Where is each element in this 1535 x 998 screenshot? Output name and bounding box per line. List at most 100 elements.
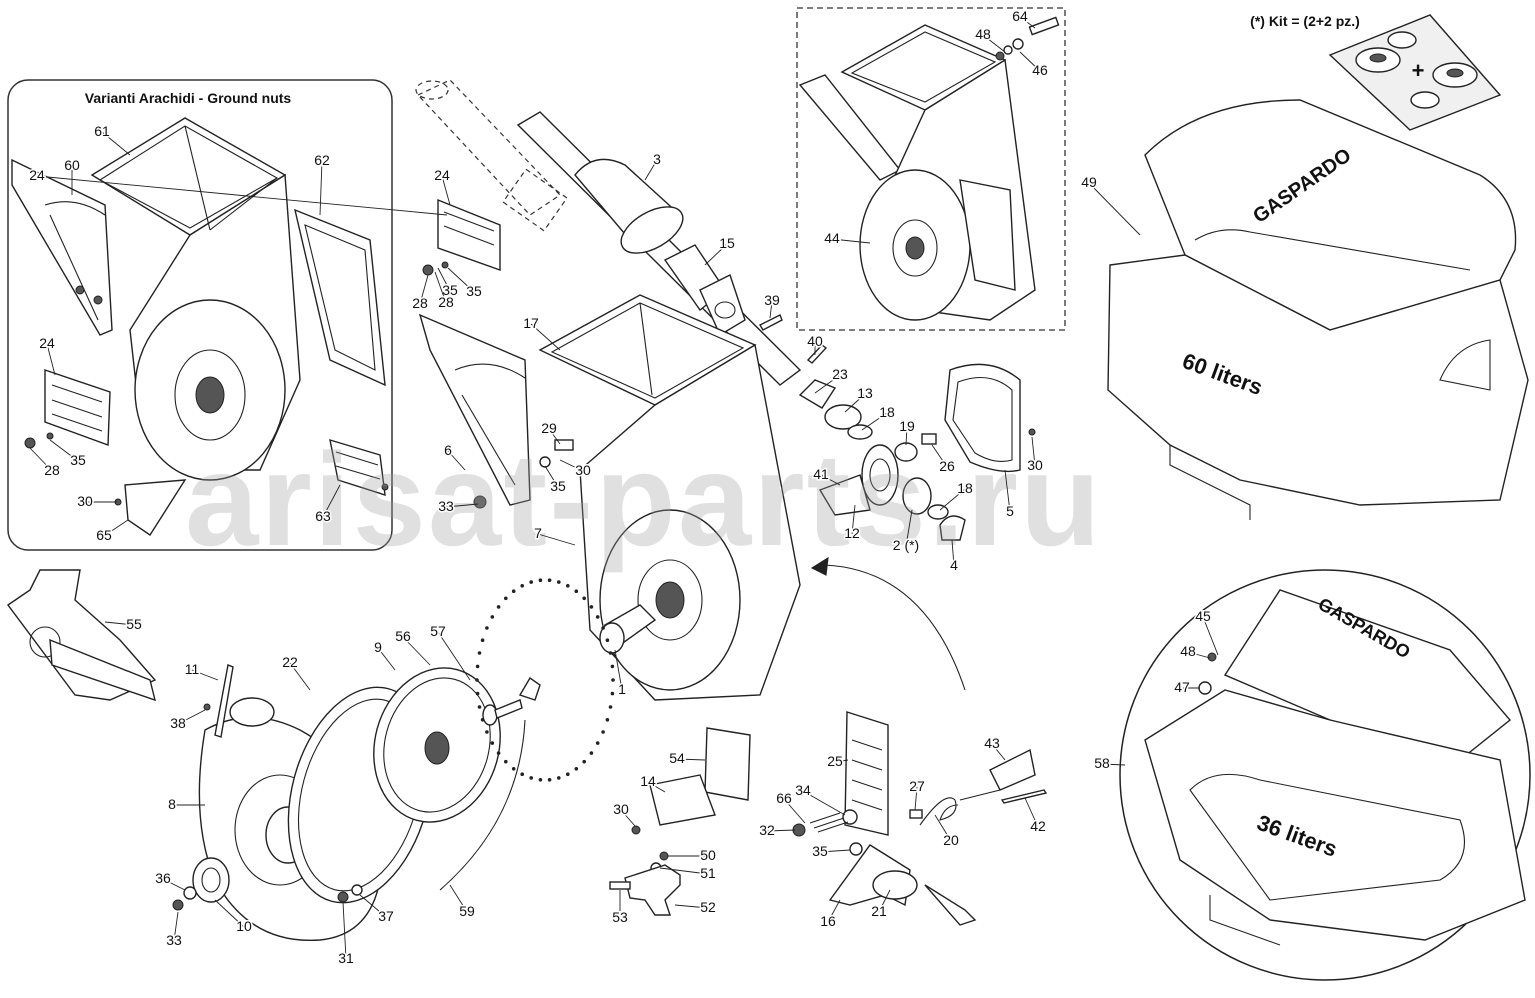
seed-hole (566, 772, 570, 776)
leader-line (173, 911, 179, 942)
callout-label: 5 (1006, 503, 1014, 519)
callout-label: 25 (827, 753, 843, 769)
callout-label: 62 (314, 152, 330, 168)
leader-line (289, 662, 311, 691)
callout-label: 35 (466, 283, 482, 299)
seed-hole (595, 741, 600, 745)
callout-label: 44 (824, 230, 840, 246)
seed-hole (480, 718, 485, 722)
callout-label: 22 (282, 654, 298, 670)
leader-line (674, 904, 709, 909)
callout-label: 57 (430, 623, 446, 639)
callout-label: 12 (844, 525, 860, 541)
callout-label: 28 (44, 462, 60, 478)
callout-label: 18 (957, 480, 973, 496)
callout-label: 35 (442, 282, 458, 298)
seed-hole (520, 772, 524, 776)
leader-line (814, 374, 841, 394)
seed-hole (574, 767, 579, 771)
callout-label: 63 (315, 508, 331, 524)
leader-line (49, 439, 79, 462)
leader-line (103, 519, 129, 537)
callout-label: 27 (909, 778, 925, 794)
callout-label: 33 (438, 498, 454, 514)
leader-line (819, 849, 851, 853)
leader-line (162, 878, 186, 891)
callout-label: 34 (795, 782, 811, 798)
seed-hole (574, 589, 579, 593)
callout-label: 42 (1030, 818, 1046, 834)
seed-hole (475, 664, 480, 669)
callout-label: 39 (764, 292, 780, 308)
leader-line (214, 899, 245, 928)
seed-hole (589, 751, 594, 755)
seed-hole (529, 580, 533, 584)
leader-line (991, 743, 1006, 761)
callout-label: 35 (812, 843, 828, 859)
seed-hole (595, 615, 600, 619)
leader-line (530, 323, 561, 351)
seed-hole (611, 678, 615, 682)
leader-line (934, 814, 952, 842)
leader-line (46, 343, 56, 376)
callout-label: 4 (950, 557, 958, 573)
ground-nuts-inset: Varianti Arachidi - Ground nuts (7, 79, 393, 551)
seed-disc-holes (475, 578, 615, 782)
seed-hole (538, 578, 543, 582)
callout-label: 51 (700, 865, 716, 881)
seed-hole (511, 589, 516, 593)
leader-line (1004, 469, 1011, 513)
leader-line (377, 647, 396, 671)
callout-label: 43 (984, 735, 1000, 751)
leader-line (322, 484, 341, 518)
seed-hole (511, 767, 516, 771)
callout-label: 30 (77, 493, 93, 509)
callout-label: 26 (939, 458, 955, 474)
leader-line (1019, 51, 1041, 72)
leader-line (820, 474, 841, 486)
watermark: arisat-parts.ru (185, 426, 1103, 573)
seed-hole (520, 584, 524, 588)
callout-label: 23 (832, 366, 848, 382)
leader-line (437, 631, 471, 681)
leader-line (851, 504, 856, 535)
callout-label: 9 (374, 639, 382, 655)
seed-hole (490, 615, 495, 619)
kit-plus: + (1412, 58, 1425, 83)
seed-hole (557, 776, 561, 780)
callout-label: 30 (575, 462, 591, 478)
callout-label: 30 (1027, 457, 1043, 473)
callout-label: 24 (29, 167, 45, 183)
leader-line (544, 465, 559, 488)
seed-hole (477, 705, 482, 709)
callout-label: 1 (618, 681, 626, 697)
leader-line (1101, 763, 1126, 766)
callout-label: 33 (166, 932, 182, 948)
kit-illustration: (*) Kit = (2+2 pz.) + (1250, 13, 1502, 131)
callout-label: 65 (96, 527, 112, 543)
leader-line (342, 901, 347, 960)
callout-label: 31 (338, 950, 354, 966)
seed-hole (582, 596, 586, 601)
callout-label: 60 (64, 157, 80, 173)
callout-label: 19 (899, 418, 915, 434)
leader-line (766, 829, 796, 832)
seed-hole (485, 626, 489, 630)
leader-line (861, 412, 888, 431)
leader-line (1024, 797, 1039, 828)
callout-label: 48 (975, 26, 991, 42)
seed-hole (547, 578, 552, 582)
leader-line (905, 509, 913, 547)
leader-line (359, 894, 387, 918)
leader-line (445, 503, 479, 508)
seed-hole (504, 759, 508, 764)
seed-hole (477, 651, 482, 655)
leader-line (878, 889, 891, 913)
callout-label: 52 (700, 899, 716, 915)
leader-line (914, 786, 918, 811)
callout-label: 45 (1195, 608, 1211, 624)
leader-line (659, 867, 709, 875)
callout-label: 8 (168, 796, 176, 812)
